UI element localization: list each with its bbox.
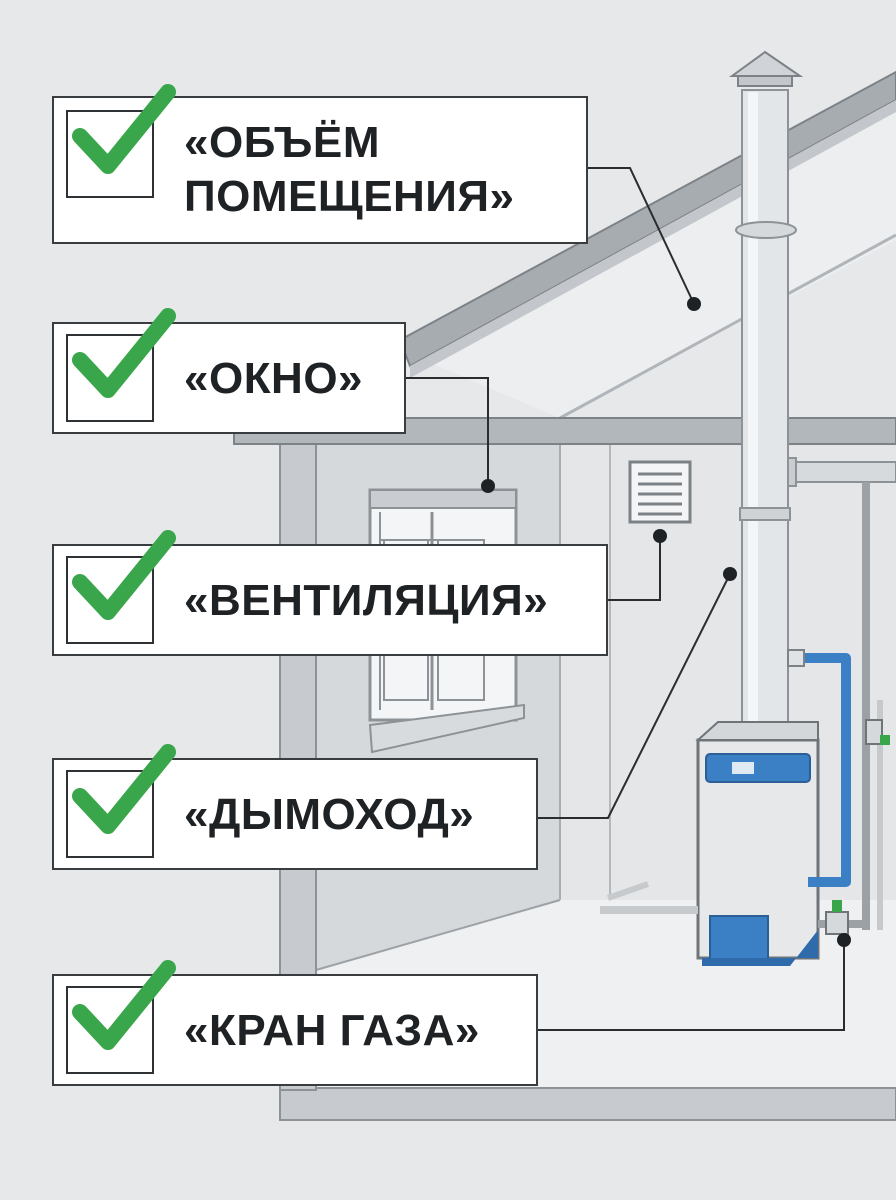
callout-label: «ОКНО» <box>184 354 364 403</box>
callout-ventilation: «ВЕНТИЛЯЦИЯ» <box>52 530 608 656</box>
chimney-illustration <box>728 50 804 751</box>
callout-label-line2: ПОМЕЩЕНИЯ» <box>184 172 515 221</box>
callout-label: «КРАН ГАЗА» <box>184 1006 480 1055</box>
gas-boiler-illustration <box>600 649 890 966</box>
callout-chimney: «ДЫМОХОД» <box>52 744 538 870</box>
callout-label-line1: «ОБЪЁМ <box>184 118 380 167</box>
check-mark-icon <box>72 84 176 174</box>
leader-chimney <box>538 573 731 819</box>
callout-gas-valve: «КРАН ГАЗА» <box>52 960 538 1086</box>
callout-room-volume: «ОБЪЁМ ПОМЕЩЕНИЯ» <box>52 84 588 244</box>
callout-window: «ОКНО» <box>52 308 406 434</box>
check-mark-icon <box>72 960 176 1050</box>
leader-lines <box>406 167 845 1031</box>
leader-dots <box>481 297 851 947</box>
check-mark-icon <box>72 308 176 398</box>
check-mark-icon <box>72 530 176 620</box>
leader-gas-valve <box>538 940 845 1031</box>
leader-room-volume <box>588 167 695 305</box>
callout-label: «ДЫМОХОД» <box>184 790 475 839</box>
leader-ventilation <box>608 536 661 601</box>
check-mark-icon <box>72 744 176 834</box>
leader-window <box>406 377 489 486</box>
callout-label: «ВЕНТИЛЯЦИЯ» <box>184 576 549 625</box>
vent-grille-illustration <box>628 460 692 524</box>
